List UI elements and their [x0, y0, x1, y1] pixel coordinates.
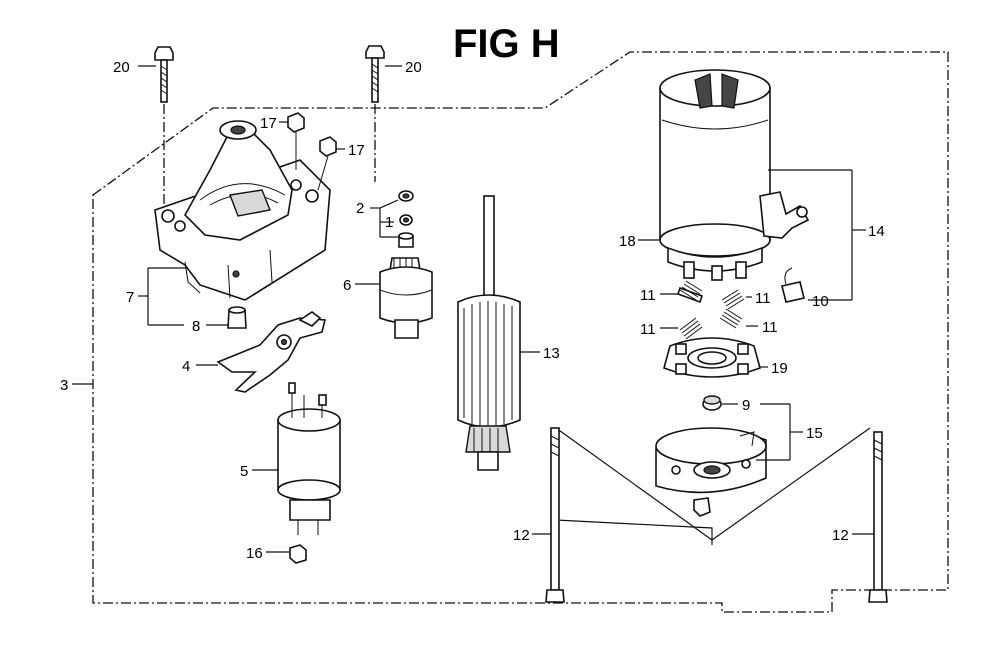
bolt-20-left	[154, 46, 174, 103]
callout-11-lower-left: 11	[640, 321, 656, 338]
washer-2	[398, 190, 414, 202]
callout-1: 1	[385, 214, 393, 231]
assembly-boundary	[92, 51, 949, 613]
callout-11-upper-left: 11	[640, 287, 656, 304]
pinion-clutch-6	[379, 257, 433, 339]
through-bolt-12-right	[868, 431, 888, 603]
nut-17-lower	[317, 136, 337, 191]
callout-4: 4	[182, 358, 190, 375]
callout-18: 18	[619, 233, 636, 250]
ring-1	[399, 214, 413, 226]
callout-16: 16	[246, 545, 263, 562]
armature-13	[457, 195, 521, 471]
callout-8: 8	[192, 318, 200, 335]
solenoid-5	[277, 382, 341, 535]
callout-9: 9	[742, 397, 750, 414]
callout-10: 10	[812, 293, 829, 310]
callout-11-lower-right: 11	[762, 319, 778, 336]
callout-7: 7	[126, 289, 134, 306]
spring-11-b	[721, 289, 745, 310]
yoke-18	[659, 69, 810, 281]
nut-17-upper	[287, 112, 305, 170]
callout-20-right: 20	[405, 59, 422, 76]
brush-holder-19	[663, 337, 761, 378]
spring-11-c	[679, 317, 703, 340]
callout-19: 19	[771, 360, 788, 377]
nut-16	[289, 544, 307, 564]
collar-2	[398, 232, 414, 248]
bushing-9	[702, 395, 722, 411]
callout-12-left: 12	[513, 527, 530, 544]
callout-12-right: 12	[832, 527, 849, 544]
through-bolt-12-left	[545, 427, 565, 603]
rear-cover-15	[655, 427, 767, 517]
plug-8	[227, 306, 247, 329]
spring-11-a	[676, 280, 704, 304]
brush-10	[781, 267, 805, 303]
figure-title: FIG H	[453, 22, 560, 66]
front-housing-7	[154, 120, 331, 301]
callout-11-upper-right: 11	[755, 290, 771, 307]
bolt-20-right	[365, 45, 385, 103]
callout-14: 14	[868, 223, 885, 240]
callout-15: 15	[806, 425, 823, 442]
callout-3: 3	[60, 377, 68, 394]
callout-6: 6	[343, 277, 351, 294]
callout-5: 5	[240, 463, 248, 480]
callout-2: 2	[356, 200, 364, 217]
shift-lever-4	[216, 311, 327, 393]
callout-20-left: 20	[113, 59, 130, 76]
callout-13: 13	[543, 345, 560, 362]
callout-17-lower: 17	[348, 142, 365, 159]
spring-11-d	[719, 308, 743, 329]
callout-17-upper: 17	[260, 115, 277, 132]
